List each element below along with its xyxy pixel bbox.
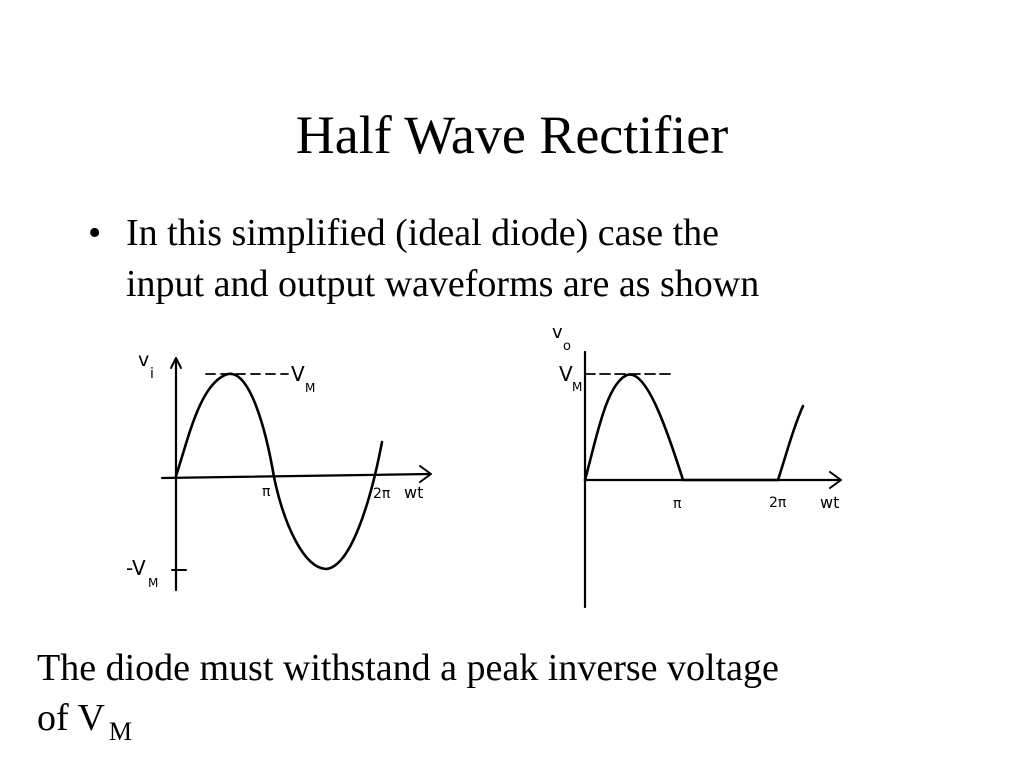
bullet-text: In this simplified (ideal diode) case th…	[126, 208, 946, 310]
output-tick-pi: π	[673, 496, 682, 512]
footer-note: The diode must withstand a peak inverse …	[37, 643, 997, 747]
input-tick-2pi: 2π	[373, 486, 391, 502]
input-neg-peak-subscript: M	[148, 576, 158, 590]
input-peak-subscript: M	[305, 381, 315, 395]
bullet-symbol: •	[88, 212, 102, 254]
input-y-axis-arrow	[170, 357, 182, 369]
input-y-axis-label: v	[138, 349, 149, 371]
output-peak-subscript: M	[572, 380, 582, 394]
output-tick-2pi: 2π	[769, 495, 787, 511]
input-neg-peak-label: -V	[126, 556, 146, 580]
input-tick-pi: π	[262, 484, 271, 500]
input-x-axis-arrow	[419, 465, 432, 483]
output-rectified-wave	[583, 373, 805, 482]
bullet-line-1: In this simplified (ideal diode) case th…	[126, 212, 720, 254]
output-y-axis-label: v	[552, 322, 563, 343]
footer-subscript: M	[108, 717, 133, 746]
output-x-axis-arrow	[829, 471, 842, 489]
footer-line-1: The diode must withstand a peak inverse …	[37, 647, 779, 689]
footer-line-2-text: of V	[37, 697, 105, 739]
output-x-axis-label: wt	[820, 493, 839, 512]
output-y-axis-subscript: o	[563, 339, 571, 354]
input-x-axis	[160, 472, 432, 480]
input-y-axis-subscript: i	[150, 366, 154, 382]
input-sine-wave	[174, 372, 384, 571]
bullet-line-2: input and output waveforms are as shown	[126, 263, 760, 305]
input-peak-label: V	[291, 362, 305, 386]
input-x-axis-label: wt	[404, 483, 423, 502]
output-peak-label: V	[559, 362, 573, 386]
slide-title: Half Wave Rectifier	[295, 105, 729, 165]
